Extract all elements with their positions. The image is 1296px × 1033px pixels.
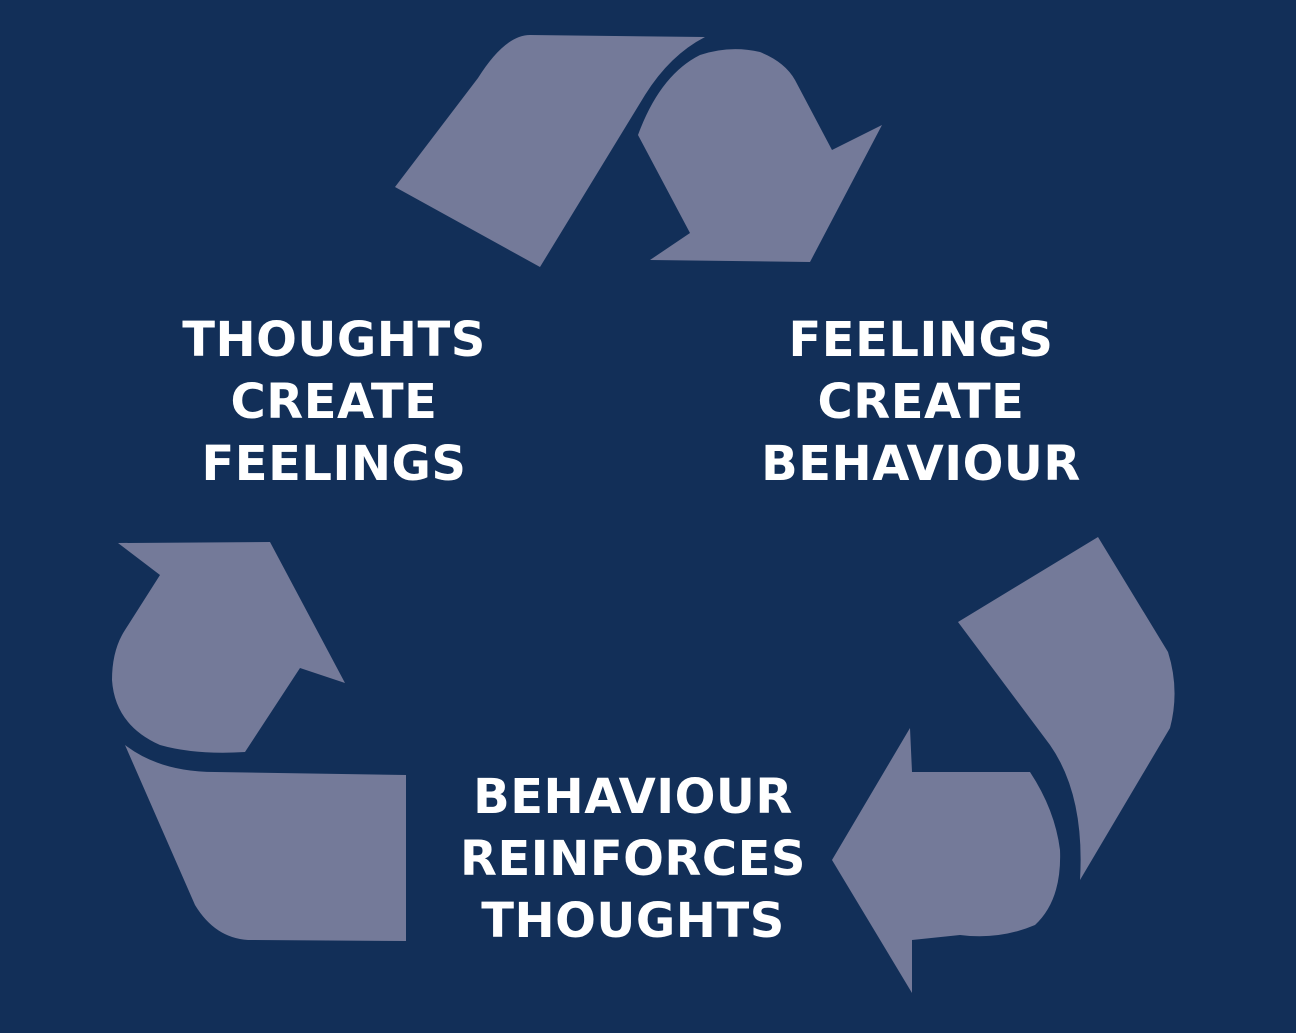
label-thoughts-create-feelings: THOUGHTS CREATE FEELINGS bbox=[134, 309, 534, 495]
label-line: FEELINGS bbox=[788, 312, 1054, 368]
label-behaviour-reinforces-thoughts: BEHAVIOUR REINFORCES THOUGHTS bbox=[433, 766, 833, 952]
recycle-arrow-top-icon bbox=[395, 35, 882, 267]
label-line: FEELINGS bbox=[201, 436, 467, 492]
label-line: REINFORCES bbox=[460, 831, 806, 887]
recycle-arrow-left-icon bbox=[112, 542, 406, 941]
label-line: CREATE bbox=[230, 374, 438, 430]
label-feelings-create-behaviour: FEELINGS CREATE BEHAVIOUR bbox=[721, 309, 1121, 495]
label-line: CREATE bbox=[817, 374, 1025, 430]
recycle-arrow-right-icon bbox=[832, 537, 1175, 993]
label-line: THOUGHTS bbox=[481, 893, 785, 949]
label-line: BEHAVIOUR bbox=[473, 769, 793, 825]
label-line: BEHAVIOUR bbox=[761, 436, 1081, 492]
label-line: THOUGHTS bbox=[182, 312, 486, 368]
